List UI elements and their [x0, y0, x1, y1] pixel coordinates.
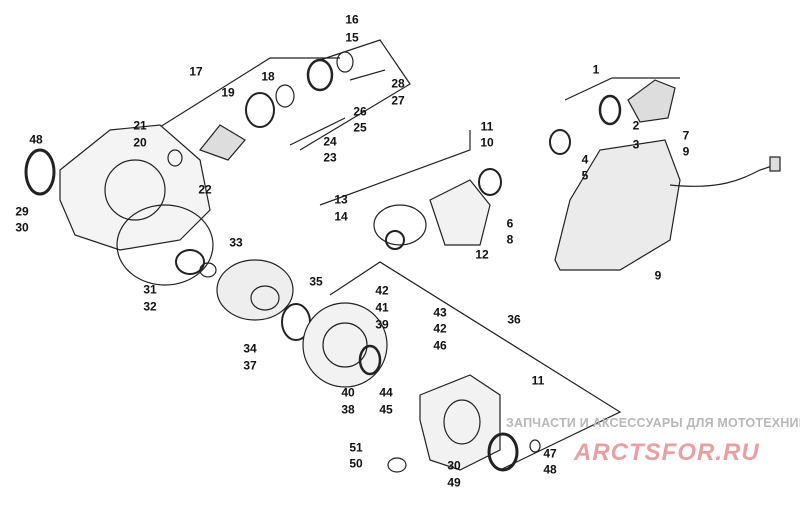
diff-cover: [302, 302, 388, 388]
callout-11: 11: [480, 119, 494, 134]
callout-25: 25: [353, 120, 367, 135]
bracket-36b: [329, 261, 622, 471]
bracket-16: [299, 39, 411, 151]
callout-11: 11: [531, 373, 545, 388]
callout-29: 29: [15, 204, 29, 219]
callout-42: 42: [433, 321, 447, 336]
callout-43: 43: [433, 305, 447, 320]
ring-3: [598, 94, 622, 126]
callout-13: 13: [334, 192, 348, 207]
callout-14: 14: [334, 209, 348, 224]
output-housing: [419, 374, 501, 471]
watermark-logo: ARCTSFOR.RU: [574, 439, 760, 466]
callout-35: 35: [309, 274, 323, 289]
adapter-housing: [429, 179, 491, 246]
callout-7: 7: [682, 128, 690, 143]
callout-31: 31: [143, 282, 157, 297]
wire-harness: [669, 164, 776, 187]
callout-1: 1: [592, 62, 600, 77]
callout-19: 19: [221, 85, 235, 100]
callout-26: 26: [353, 104, 367, 119]
pinion-gear: [199, 124, 246, 161]
callout-36: 36: [507, 312, 521, 327]
callout-9: 9: [682, 144, 690, 159]
bearing-31: [175, 249, 205, 275]
bearing-18: [275, 84, 295, 108]
callout-41: 41: [375, 300, 389, 315]
ring-4: [549, 129, 571, 155]
callout-33: 33: [229, 235, 243, 250]
ring-15: [306, 58, 334, 92]
callout-6: 6: [506, 216, 514, 231]
watermark-text: ЗАПЧАСТИ И АКСЕССУАРЫ ДЛЯ МОТОТЕХНИКИ: [506, 416, 800, 430]
bushing-20: [167, 149, 183, 167]
callout-20: 20: [133, 135, 147, 150]
callout-50: 50: [349, 456, 363, 471]
callout-28: 28: [391, 76, 405, 91]
actuator: [554, 139, 681, 271]
callout-12: 12: [475, 247, 489, 262]
callout-30: 30: [15, 220, 29, 235]
callout-49: 49: [447, 475, 461, 490]
callout-2: 2: [632, 118, 640, 133]
boot-2: [627, 79, 676, 123]
callout-40: 40: [341, 385, 355, 400]
seal-48: [24, 148, 56, 196]
callout-21: 21: [133, 118, 147, 133]
callout-39: 39: [375, 317, 389, 332]
callout-38: 38: [341, 402, 355, 417]
plug-50: [387, 457, 407, 473]
bracket-17: [159, 57, 340, 128]
callout-16: 16: [345, 12, 359, 27]
callout-10: 10: [480, 135, 494, 150]
callout-48: 48: [29, 132, 43, 147]
bracket-1: [564, 77, 680, 101]
callout-4: 4: [581, 152, 589, 167]
callout-32: 32: [143, 299, 157, 314]
callout-3: 3: [632, 137, 640, 152]
callout-23: 23: [323, 150, 337, 165]
callout-15: 15: [345, 30, 359, 45]
callout-22: 22: [198, 182, 212, 197]
callout-45: 45: [379, 402, 393, 417]
callout-8: 8: [506, 232, 514, 247]
bearing-10: [478, 168, 502, 196]
seal-48b: [487, 432, 519, 472]
callout-34: 34: [243, 341, 257, 356]
callout-27: 27: [391, 93, 405, 108]
callout-18: 18: [261, 69, 275, 84]
gear-housing: [59, 124, 211, 251]
seal-40: [358, 344, 382, 376]
callout-24: 24: [323, 134, 337, 149]
bracket-36: [319, 130, 471, 206]
callout-37: 37: [243, 358, 257, 373]
callout-48: 48: [543, 462, 557, 477]
callout-44: 44: [379, 385, 393, 400]
callout-47: 47: [543, 446, 557, 461]
callout-42: 42: [375, 283, 389, 298]
callout-30: 30: [447, 458, 461, 473]
bearing-19: [245, 92, 275, 128]
callout-17: 17: [189, 64, 203, 79]
callout-9: 9: [654, 268, 662, 283]
callout-5: 5: [581, 168, 589, 183]
o-ring: [116, 204, 214, 286]
callout-51: 51: [349, 440, 363, 455]
callout-46: 46: [433, 338, 447, 353]
